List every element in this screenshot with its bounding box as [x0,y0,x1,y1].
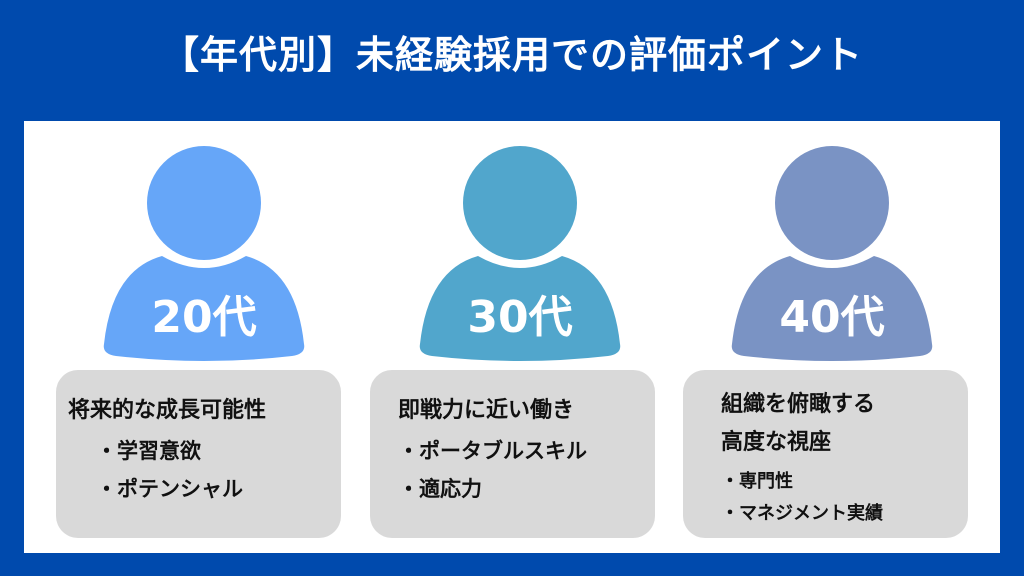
card-heading: 高度な視座 [721,430,832,455]
person-icon [419,146,621,361]
person-40s: 40代 [724,144,940,362]
card-bullet: ・専門性 [721,471,793,492]
card-bullet: ・マネジメント実績 [721,503,883,524]
person-icon [103,146,305,361]
card-bullet: ・適応力 [398,477,482,501]
age-label: 30代 [467,292,573,343]
page-title: 【年代別】未経験採用での評価ポイント [160,33,863,77]
card-bullet: ・学習意欲 [96,439,201,463]
age-label: 40代 [779,292,885,343]
card-heading: 将来的な成長可能性 [68,398,267,423]
card-30s: 即戦力に近い働き ・ポータブルスキル ・適応力 [370,370,655,538]
age-label: 20代 [151,292,257,343]
card-40s: 組織を俯瞰する 高度な視座 ・専門性 ・マネジメント実績 [683,370,968,538]
card-heading: 組織を俯瞰する [721,392,876,417]
person-30s: 30代 [412,144,628,362]
person-icon [731,146,933,361]
card-heading: 即戦力に近い働き [398,398,575,423]
card-bullet: ・ポテンシャル [96,477,243,501]
card-bullet: ・ポータブルスキル [398,439,587,463]
person-20s: 20代 [96,144,312,362]
card-20s: 将来的な成長可能性 ・学習意欲 ・ポテンシャル [56,370,341,538]
